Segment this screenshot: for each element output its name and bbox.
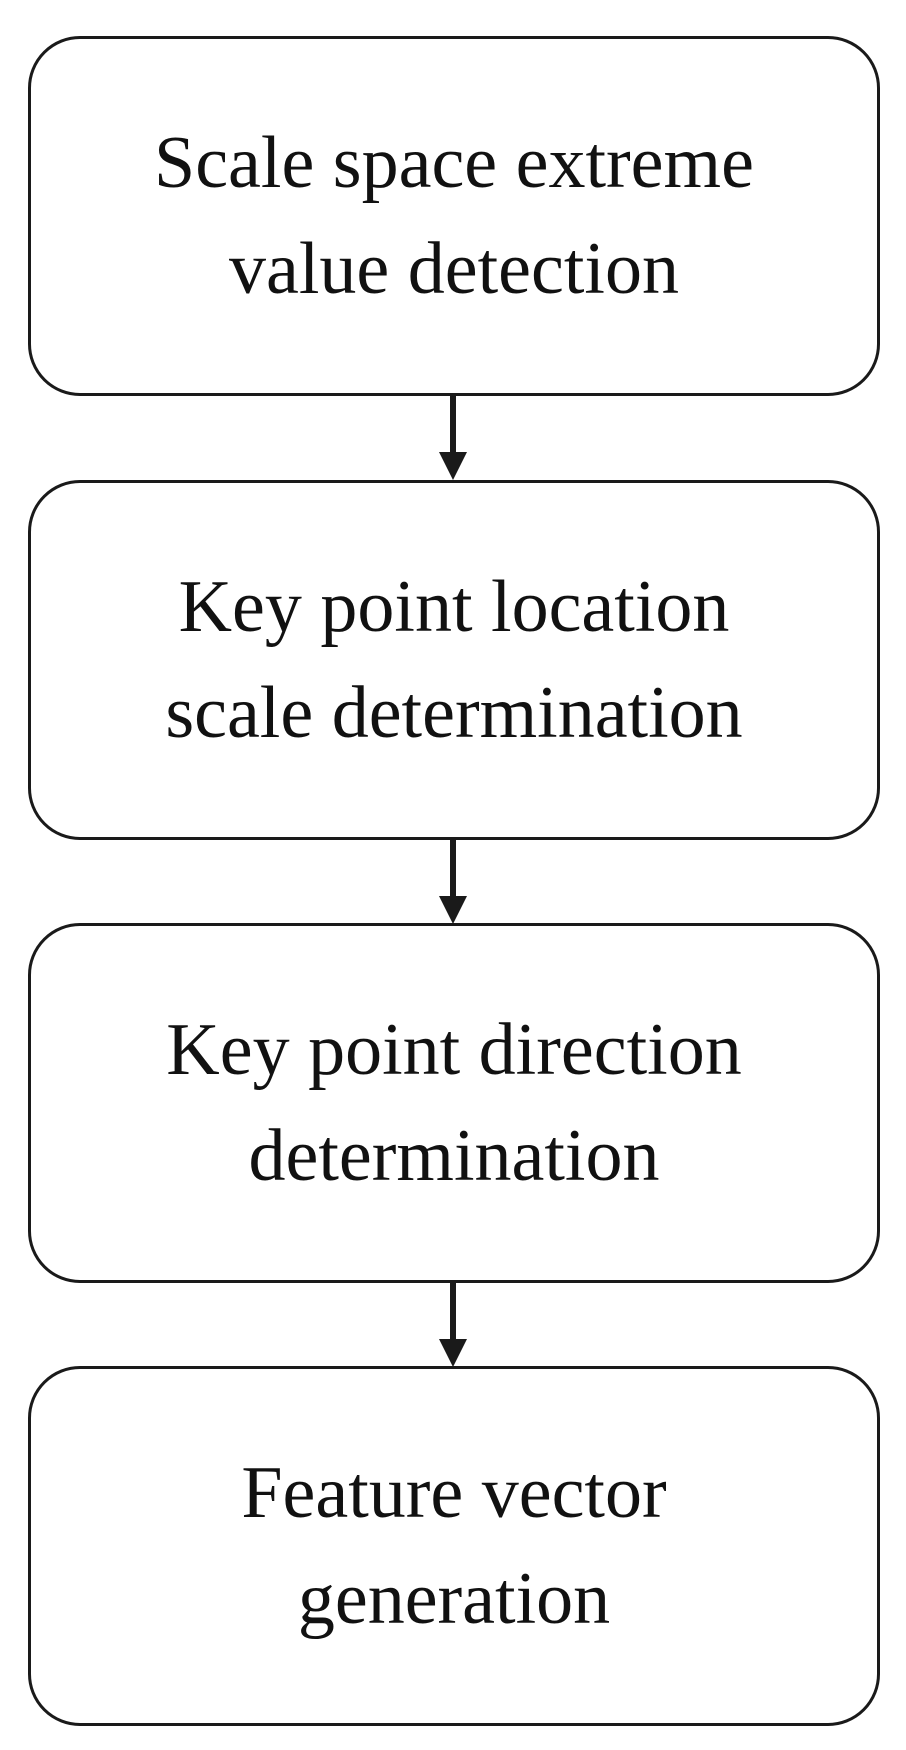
step-label-line: Scale space extreme bbox=[154, 122, 754, 204]
step-box-feature-vector-generation: Feature vector generation bbox=[28, 1366, 880, 1726]
step-label-line: Key point direction bbox=[166, 1009, 742, 1091]
step-label-line: scale determination bbox=[165, 672, 743, 754]
step-box-scale-space-extreme-value-detection: Scale space extreme value detection bbox=[28, 36, 880, 396]
step-label-line: Feature vector bbox=[241, 1452, 667, 1534]
step-label-line: Key point location bbox=[178, 566, 730, 648]
step-box-key-point-direction-determination: Key point direction determination bbox=[28, 923, 880, 1283]
step-box-key-point-location-scale-determination: Key point location scale determination bbox=[28, 480, 880, 840]
step-label-line: value detection bbox=[229, 228, 679, 310]
step-label-line: determination bbox=[248, 1115, 660, 1197]
down-arrow-icon bbox=[439, 396, 467, 480]
step-label-line: generation bbox=[297, 1558, 611, 1640]
down-arrow-icon bbox=[439, 1283, 467, 1367]
down-arrow-icon bbox=[439, 840, 467, 924]
